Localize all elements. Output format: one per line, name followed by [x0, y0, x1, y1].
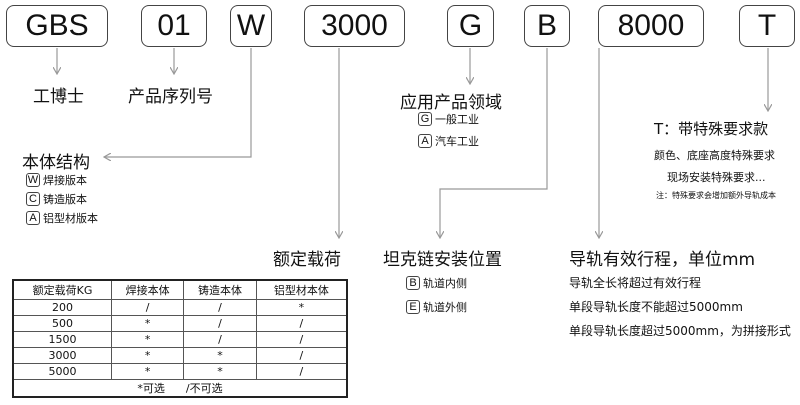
table-header-cell: 铝型材本体 [255, 279, 348, 300]
table-cell: / [183, 315, 257, 332]
label-tank-chain: 坦克链安装位置 [383, 250, 502, 270]
code-box-gbs: GBS [6, 5, 108, 47]
option-text: 铝型材版本 [43, 212, 98, 225]
body-option-w: W 焊接版本 [26, 172, 87, 188]
table-cell: / [110, 299, 185, 316]
table-cell: * [110, 347, 185, 364]
option-key: A [418, 134, 432, 148]
table-cell: * [110, 331, 185, 348]
table-cell: / [183, 299, 257, 316]
label-application: 应用产品领域 [400, 93, 502, 113]
table-cell: * [110, 315, 185, 332]
option-key: B [406, 276, 420, 290]
label-special: T：带特殊要求款 [654, 120, 769, 138]
table-cell: / [255, 331, 348, 348]
table-cell: 200 [12, 299, 112, 316]
tank-chain-option-e: E 轨道外侧 [406, 299, 467, 315]
table-cell: 5000 [12, 363, 112, 380]
special-note-1: 颜色、底座高度特殊要求 [654, 149, 775, 162]
special-note-2: 现场安装特殊要求... [667, 171, 766, 184]
label-load: 额定载荷 [273, 250, 341, 270]
label-series: 产品序列号 [128, 87, 213, 107]
table-header-row: 额定载荷KG 焊接本体 铸造本体 铝型材本体 [12, 279, 348, 300]
load-spec-table: 额定载荷KG 焊接本体 铸造本体 铝型材本体 200 / / * 500 * /… [12, 279, 348, 398]
table-legend: *可选 /不可选 [12, 379, 348, 398]
table-header-cell: 额定载荷KG [12, 279, 112, 300]
table-row: 5000 * * / [12, 363, 348, 380]
stroke-note-3: 单段导轨长度超过5000mm，为拼接形式 [569, 324, 791, 338]
table-row: 3000 * * / [12, 347, 348, 364]
table-cell: 1500 [12, 331, 112, 348]
table-row: 500 * / / [12, 315, 348, 332]
code-box-g: G [447, 5, 494, 47]
code-box-w: W [230, 5, 272, 47]
table-cell: 3000 [12, 347, 112, 364]
stroke-note-1: 导轨全长将超过有效行程 [569, 276, 702, 290]
code-box-8000: 8000 [598, 5, 704, 47]
table-cell: * [255, 299, 348, 316]
stroke-note-2: 单段导轨长度不能超过5000mm [569, 300, 743, 314]
option-key: A [26, 211, 40, 225]
option-key: G [418, 112, 432, 126]
label-body: 本体结构 [22, 153, 90, 173]
table-cell: * [183, 363, 257, 380]
application-option-g: G 一般工业 [418, 111, 479, 127]
table-row: 1500 * / / [12, 331, 348, 348]
label-brand: 工博士 [33, 87, 84, 107]
option-text: 轨道内侧 [423, 277, 467, 290]
table-row: 200 / / * [12, 299, 348, 316]
option-text: 一般工业 [435, 113, 479, 126]
code-box-01: 01 [141, 5, 207, 47]
table-cell: / [255, 347, 348, 364]
special-note-3: 注：特殊要求会增加额外导轨成本 [656, 191, 776, 200]
option-text: 汽车工业 [435, 135, 479, 148]
table-cell: * [183, 347, 257, 364]
application-option-a: A 汽车工业 [418, 133, 479, 149]
option-text: 焊接版本 [43, 174, 87, 187]
table-cell: / [255, 363, 348, 380]
table-header-cell: 铸造本体 [183, 279, 257, 300]
option-key: W [26, 173, 40, 187]
table-cell: 500 [12, 315, 112, 332]
table-header-cell: 焊接本体 [110, 279, 185, 300]
label-stroke: 导轨有效行程，单位mm [569, 250, 756, 270]
code-box-b: B [524, 5, 570, 47]
table-cell: / [183, 331, 257, 348]
body-option-c: C 铸造版本 [26, 191, 87, 207]
option-key: E [406, 300, 420, 314]
table-cell: / [255, 315, 348, 332]
tank-chain-option-b: B 轨道内侧 [406, 275, 467, 291]
option-key: C [26, 192, 40, 206]
code-box-3000: 3000 [304, 5, 405, 47]
table-cell: * [110, 363, 185, 380]
option-text: 铸造版本 [43, 193, 87, 206]
code-box-t: T [739, 5, 795, 47]
table-legend-row: *可选 /不可选 [12, 379, 348, 398]
option-text: 轨道外侧 [423, 301, 467, 314]
body-option-a: A 铝型材版本 [26, 210, 98, 226]
